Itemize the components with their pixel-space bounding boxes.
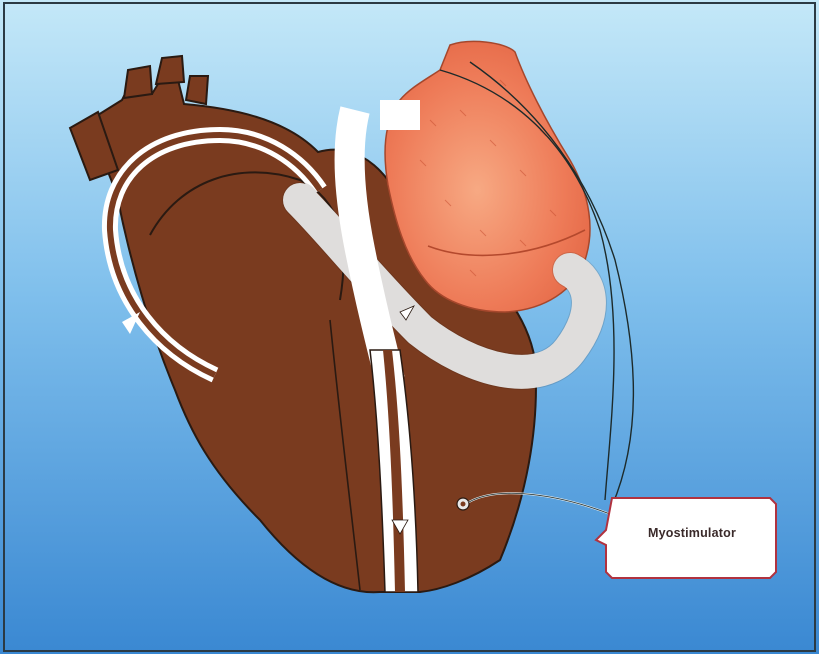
- myostimulator-label: Myostimulator: [612, 526, 772, 540]
- aortic-branch: [124, 66, 152, 98]
- electrode-core: [461, 502, 466, 507]
- aortic-branch: [186, 76, 208, 104]
- conduit-tube: [380, 100, 420, 130]
